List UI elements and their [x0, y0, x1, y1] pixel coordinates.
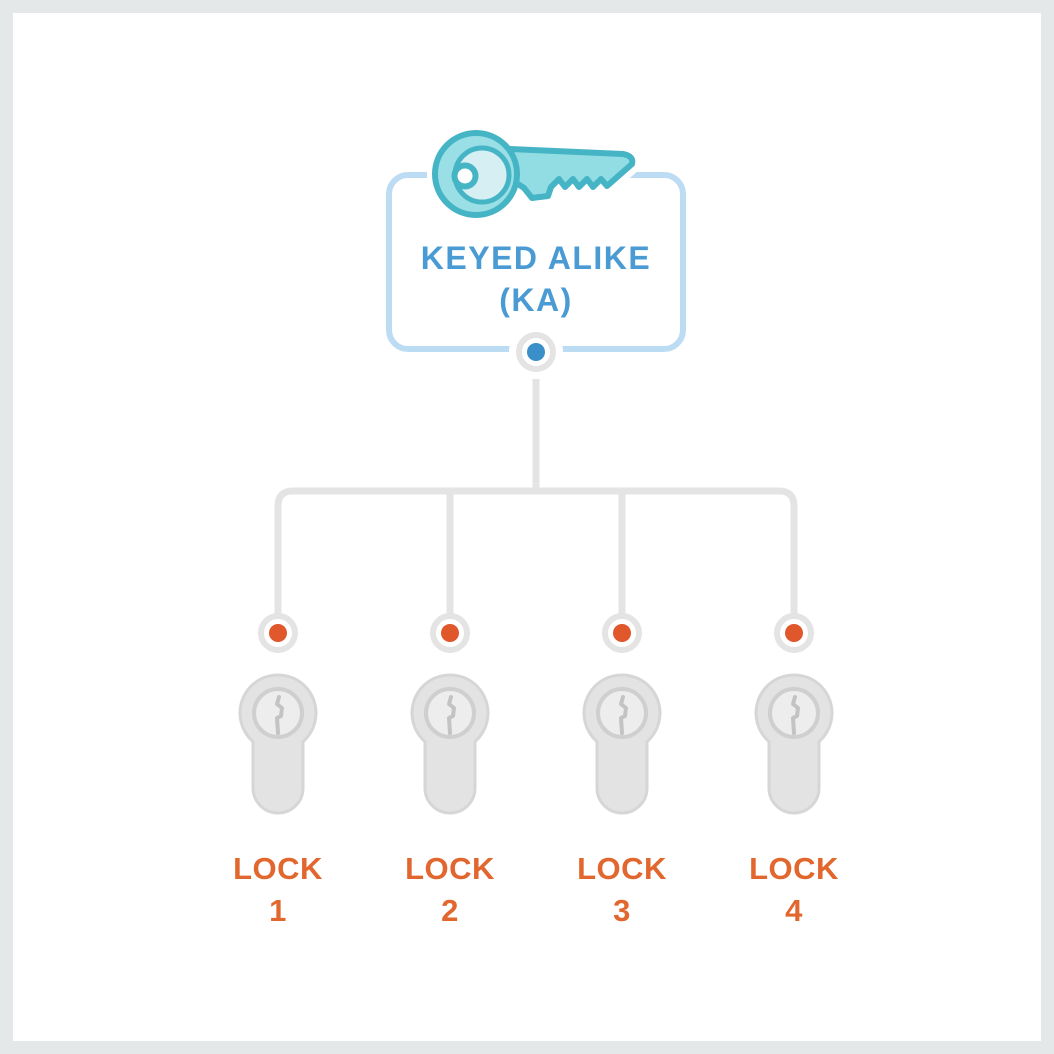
lock-cylinder-icon-1 [238, 672, 318, 815]
root-node-subtitle: (KA) [499, 282, 573, 318]
connector-lines [274, 376, 798, 614]
lock-number: 2 [441, 893, 459, 928]
lock-number: 3 [613, 893, 631, 928]
branch-dot-3 [605, 616, 639, 650]
key-icon [427, 123, 642, 225]
lock-label-text: LOCK [749, 851, 839, 886]
branch-dot-2 [433, 616, 467, 650]
branch-rail [274, 487, 798, 614]
lock-label-text: LOCK [233, 851, 323, 886]
root-node-title: KEYED ALIKE [420, 240, 652, 276]
branch-dot-4 [777, 616, 811, 650]
root-connector-dot [509, 325, 563, 379]
lock-label-1: LOCK 1 [203, 849, 353, 932]
lock-number: 4 [785, 893, 803, 928]
lock-label-3: LOCK 3 [547, 849, 697, 932]
lock-label-text: LOCK [405, 851, 495, 886]
blue-dot-icon [527, 343, 545, 361]
lock-label-2: LOCK 2 [375, 849, 525, 932]
lock-cylinder-icon-4 [754, 672, 834, 815]
lock-label-text: LOCK [577, 851, 667, 886]
lock-number: 1 [269, 893, 287, 928]
branch-dot-1 [261, 616, 295, 650]
lock-cylinder-icon-2 [410, 672, 490, 815]
lock-cylinder-icon-3 [582, 672, 662, 815]
lock-label-4: LOCK 4 [719, 849, 869, 932]
